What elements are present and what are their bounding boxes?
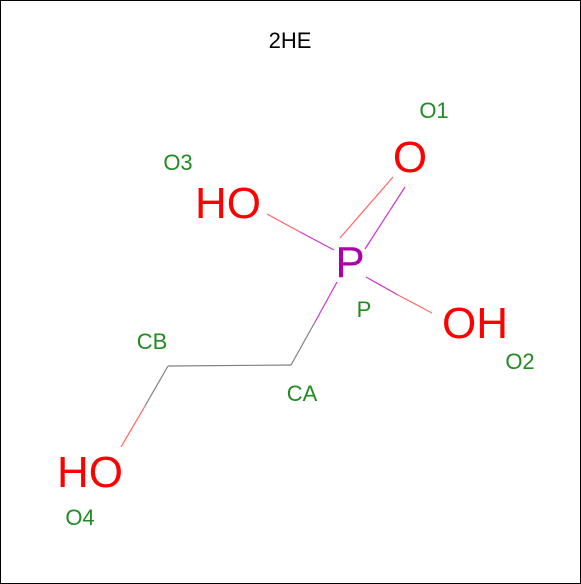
atom-o4-label: O4 — [65, 505, 94, 530]
atom-o1-symbol: O — [393, 133, 427, 182]
bond-p-o2-o-half — [397, 294, 433, 314]
bond-cb-o4-o-half — [120, 405, 146, 448]
bond-p-o3-o-half — [266, 213, 301, 233]
bond-cb-o4-c-half — [144, 365, 169, 407]
atom-cb-label: CB — [137, 329, 168, 354]
bond-p-o1-a — [339, 176, 394, 239]
atom-o3-symbol: HO — [195, 179, 261, 228]
atom-o3-label: O3 — [163, 150, 192, 175]
bond-ca-cb — [167, 364, 292, 367]
molecule-title: 2HE — [269, 28, 312, 53]
atom-o2-symbol: OH — [442, 299, 508, 348]
bond-p-o1-b — [364, 186, 406, 250]
atom-ca-label: CA — [287, 381, 318, 406]
atom-o1-label: O1 — [419, 98, 448, 123]
bond-p-o3-p-half — [299, 231, 335, 251]
atom-o4-symbol: HO — [57, 448, 123, 497]
bond-p-ca-c-half — [290, 321, 316, 366]
atom-o2-label: O2 — [505, 349, 534, 374]
bond-p-o2-p-half — [365, 276, 399, 296]
bond-p-ca-p-half — [314, 281, 338, 323]
atom-p-label: P — [357, 297, 372, 322]
atom-p-symbol: P — [335, 238, 364, 287]
